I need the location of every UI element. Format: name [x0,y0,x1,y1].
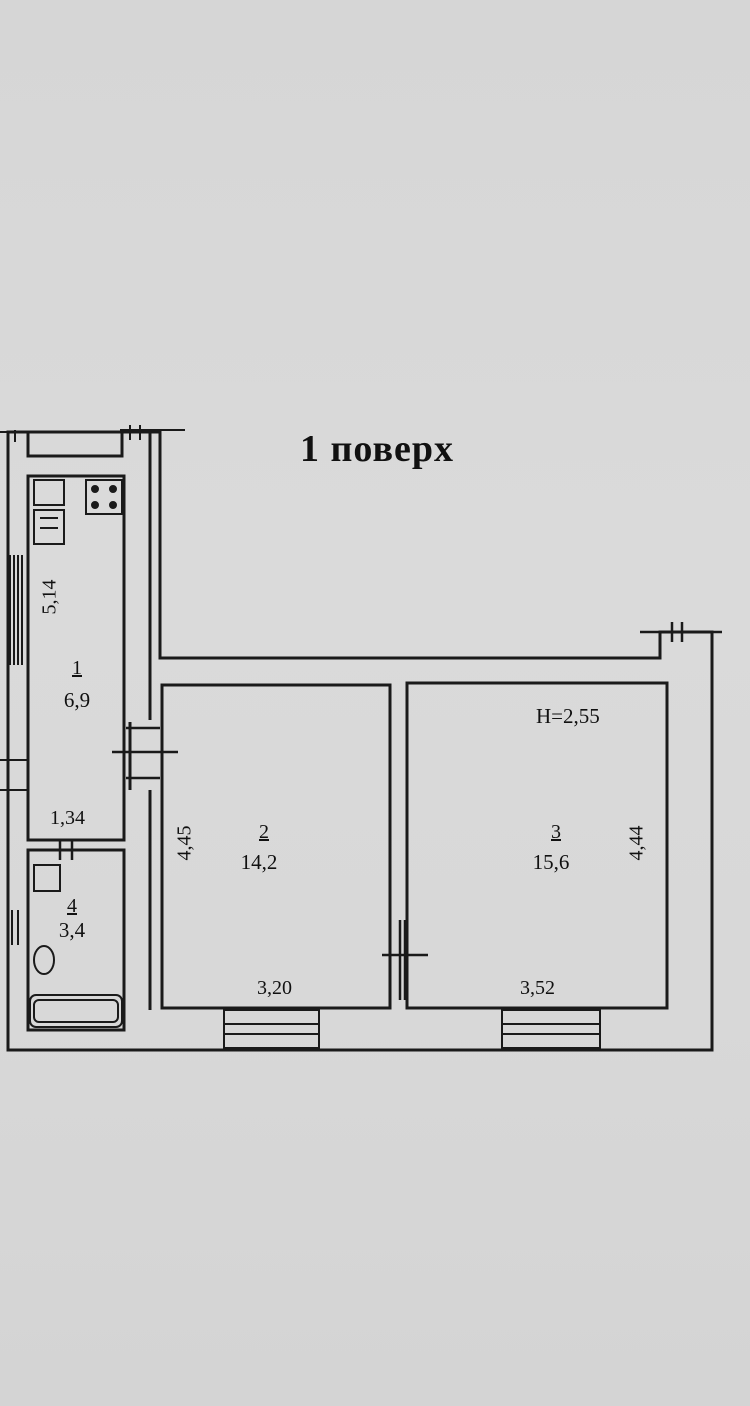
room-3-area: 15,6 [532,850,570,874]
room-1-outline [26,474,126,842]
sink-icon [33,479,65,506]
room-3-number: 3 [551,821,561,843]
room-2-number: 2 [259,821,269,843]
outer-wall [6,430,714,1052]
room-4-area: 3,4 [58,918,86,942]
room-3-outline [405,681,669,1010]
stove-icon [85,479,123,515]
entrance-notch [26,432,124,458]
room-2-width: 3,20 [257,977,292,999]
washbasin-icon [33,864,61,892]
room-1-number: 1 [72,657,82,679]
room-3-width: 3,52 [520,977,555,999]
toilet-icon [33,945,55,975]
room-2-area: 14,2 [240,850,278,874]
room-1-width: 1,34 [50,807,85,829]
room-4-number: 4 [67,895,77,917]
room-3-length: 4,44 [625,825,648,861]
floor-title: 1 поверх [300,428,454,470]
bathroom-fixtures [29,864,123,1028]
bathtub-icon [29,994,123,1028]
bottom-windows [223,1009,601,1049]
ceiling-height: H=2,55 [536,704,600,728]
room-2-outline [160,683,392,1010]
door-markers [40,622,722,1000]
kitchen-fixtures [33,479,123,545]
room-1-length: 5,14 [38,579,61,615]
room-2-length: 4,45 [173,825,196,861]
room-1-area: 6,9 [63,688,91,712]
